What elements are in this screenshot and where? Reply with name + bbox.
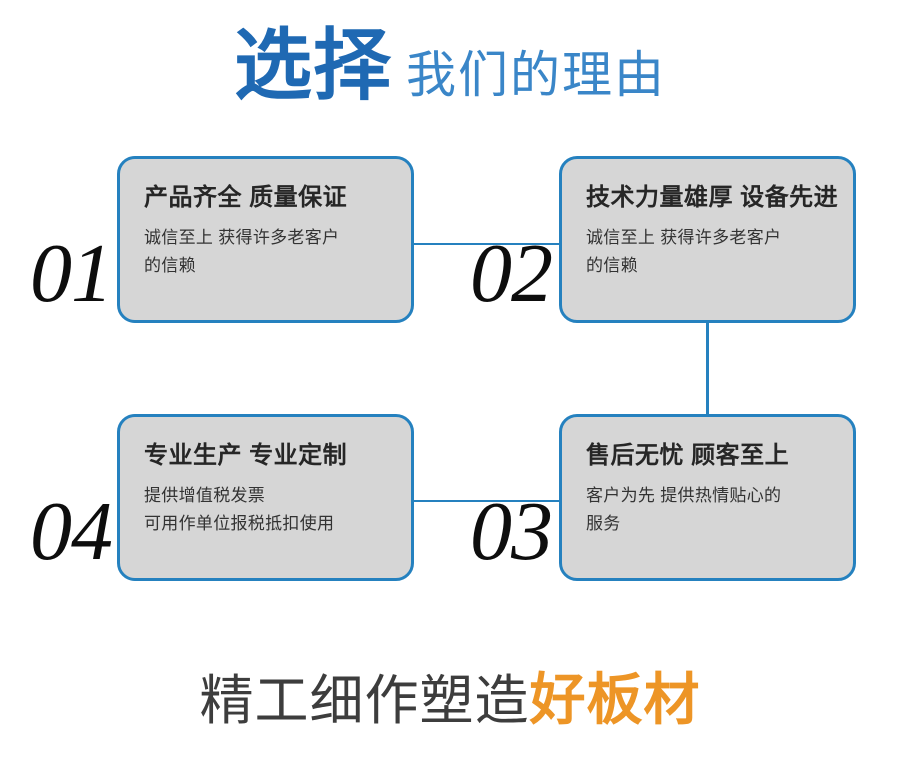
feature-card-03-title: 售后无忧 顾客至上 — [586, 442, 790, 469]
feature-card-02-body-line2: 的信赖 — [586, 255, 638, 275]
feature-card-03-body: 客户为先 提供热情贴心的 服务 — [586, 482, 833, 537]
page-title: 选择我们的理由 — [0, 26, 900, 104]
footer-slogan-accent: 好板材 — [529, 668, 701, 731]
feature-card-01-number: 01 — [30, 227, 113, 320]
footer-slogan: 精工细作塑造好板材 — [0, 671, 900, 731]
feature-card-01-body-line1: 诚信至上 获得许多老客户 — [144, 228, 340, 248]
feature-card-03-number: 03 — [470, 485, 553, 578]
connector-line-02-to-03 — [706, 320, 709, 417]
feature-card-02: 技术力量雄厚 设备先进 诚信至上 获得许多老客户 的信赖 — [559, 156, 856, 323]
feature-card-04-body-line1: 提供增值税发票 — [144, 486, 266, 506]
feature-card-03: 售后无忧 顾客至上 客户为先 提供热情贴心的 服务 — [559, 414, 856, 581]
feature-card-03-body-line2: 服务 — [586, 513, 621, 533]
connector-line-04-to-03 — [410, 500, 562, 502]
feature-card-04-body-line2: 可用作单位报税抵扣使用 — [144, 513, 335, 533]
feature-card-02-number: 02 — [470, 227, 553, 320]
feature-card-03-body-line1: 客户为先 提供热情贴心的 — [586, 486, 782, 506]
feature-card-04-number: 04 — [30, 485, 113, 578]
feature-card-01-title: 产品齐全 质量保证 — [144, 184, 348, 211]
page-title-subtext: 我们的理由 — [406, 47, 666, 103]
feature-card-02-body-line1: 诚信至上 获得许多老客户 — [586, 228, 782, 248]
feature-card-04-title: 专业生产 专业定制 — [144, 442, 348, 469]
feature-card-01-body: 诚信至上 获得许多老客户 的信赖 — [144, 224, 391, 279]
feature-card-04: 专业生产 专业定制 提供增值税发票 可用作单位报税抵扣使用 — [117, 414, 414, 581]
footer-slogan-primary: 精工细作塑造 — [199, 671, 530, 731]
feature-card-01-body-line2: 的信赖 — [144, 255, 196, 275]
feature-card-01: 产品齐全 质量保证 诚信至上 获得许多老客户 的信赖 — [117, 156, 414, 323]
connector-line-01-to-02 — [410, 243, 562, 245]
feature-card-02-body: 诚信至上 获得许多老客户 的信赖 — [586, 224, 833, 279]
page-title-emphasis: 选择 — [233, 21, 392, 109]
feature-card-04-body: 提供增值税发票 可用作单位报税抵扣使用 — [144, 482, 391, 537]
feature-card-02-title: 技术力量雄厚 设备先进 — [586, 184, 839, 211]
